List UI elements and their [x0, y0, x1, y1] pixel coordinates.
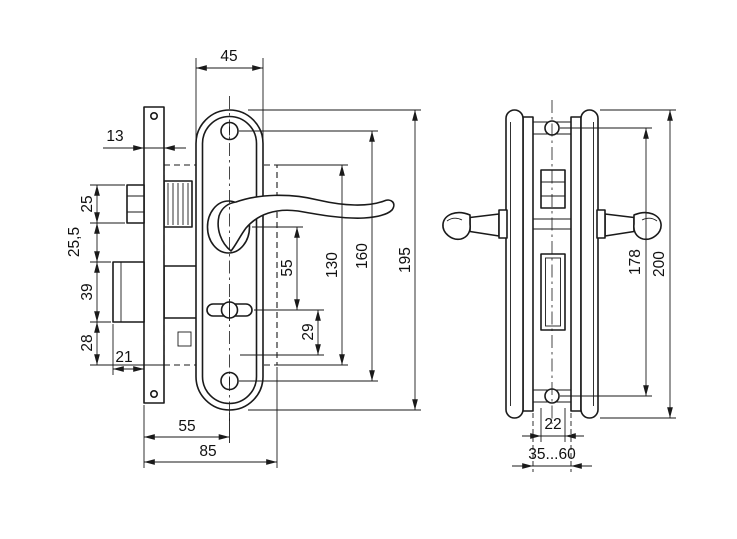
dim-25-5: 25,5 [66, 227, 83, 257]
front-view [112, 96, 395, 424]
dim-22: 22 [544, 416, 561, 433]
escutcheon-plate [195, 109, 264, 411]
dim-160: 160 [354, 243, 371, 269]
dim-25: 25 [79, 195, 96, 212]
dim-35-60: 35...60 [528, 446, 576, 463]
dim-45: 45 [220, 48, 237, 65]
case-fixing-hole [177, 331, 192, 347]
side-plates [505, 109, 599, 419]
dim-195: 195 [397, 247, 414, 273]
dim-85: 85 [199, 443, 216, 460]
dim-200: 200 [651, 251, 668, 277]
dim-178: 178 [627, 249, 644, 275]
side-dimensions: 178 200 22 35...60 [512, 109, 676, 472]
front-dimensions: 45 13 25 25,5 39 28 21 [66, 48, 421, 468]
dead-bolt [112, 261, 145, 323]
latch-bolt-inner [163, 180, 193, 228]
faceplate [143, 106, 165, 404]
side-view [442, 100, 662, 424]
follower-hub [540, 169, 566, 209]
left-backplate [522, 116, 534, 412]
dim-55-vertical: 55 [279, 259, 296, 276]
dim-55-bottom: 55 [178, 418, 195, 435]
left-lever [442, 209, 508, 241]
dim-21: 21 [115, 349, 132, 366]
dim-13: 13 [106, 128, 123, 145]
dim-130: 130 [324, 252, 341, 278]
latch-bolt [126, 184, 145, 224]
dim-39: 39 [79, 283, 96, 300]
dim-28: 28 [79, 334, 96, 351]
dim-29: 29 [300, 323, 317, 340]
cylinder-body [540, 253, 566, 331]
right-backplate [570, 116, 582, 412]
